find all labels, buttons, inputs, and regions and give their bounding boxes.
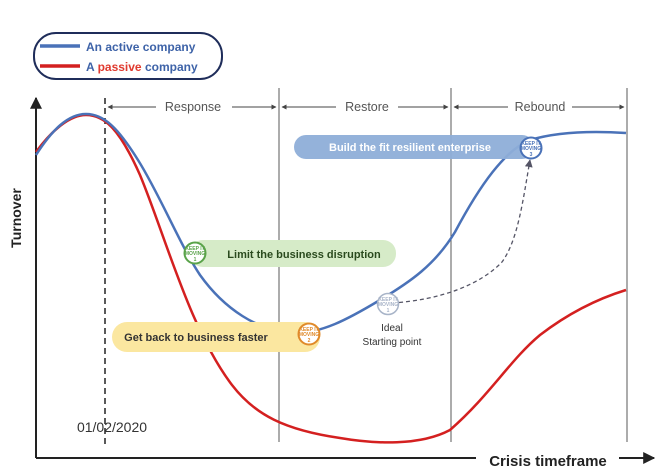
callout-disruption: Limit the business disruption (190, 240, 396, 267)
keep-moving-badge-1: KEEP IT MOVING 1 (183, 241, 207, 265)
badge-1-line1: KEEP IT (185, 246, 204, 252)
ideal-label-line2: Starting point (363, 337, 422, 348)
badge-2-number: 2 (308, 338, 311, 344)
phase-label-response: Response (165, 100, 221, 114)
callout-resilient: Build the fit resilient enterprise (294, 135, 534, 159)
callout-resilient-bg (294, 135, 534, 159)
callout-resilient-text: Build the fit resilient enterprise (329, 142, 491, 154)
ideal-badge-line2: MOVING (378, 302, 398, 308)
badge-2-line1: KEEP IT (299, 327, 318, 333)
keep-moving-badge-2: KEEP IT MOVING 2 (297, 322, 321, 346)
ideal-dashed-path (391, 159, 533, 304)
crisis-date-label: 01/02/2020 (77, 419, 147, 435)
legend: An active company A passive company (33, 32, 223, 80)
badge-1-number: 1 (194, 257, 197, 263)
badge-1-line2: MOVING (185, 251, 205, 257)
phase-label-rebound: Rebound (515, 100, 566, 114)
callout-disruption-bg (190, 240, 396, 267)
legend-passive-label: A passive company (86, 60, 198, 74)
ideal-badge-line1: KEEP IT (378, 297, 397, 303)
keep-moving-badge-3: KEEP IT MOVING 3 (519, 136, 543, 160)
badge-3-circle (519, 136, 543, 160)
badge-1-circle (183, 241, 207, 265)
badge-3-line1: KEEP IT (521, 141, 540, 147)
legend-box (33, 32, 223, 80)
x-axis-label: Crisis timeframe (489, 453, 607, 470)
callout-faster: Get back to business faster (112, 322, 320, 352)
badge-3-number: 3 (530, 152, 533, 158)
ideal-badge-number: 1 (387, 308, 390, 314)
legend-active-label: An active company (86, 40, 196, 54)
badge-2-line2: MOVING (299, 332, 319, 338)
badge-2-circle (297, 322, 321, 346)
ideal-badge-circle (376, 292, 400, 316)
ideal-starting-badge: KEEP IT MOVING 1 (376, 292, 400, 316)
phase-label-restore: Restore (345, 100, 389, 114)
y-axis-label: Turnover (8, 188, 24, 248)
callout-disruption-text: Limit the business disruption (227, 249, 381, 261)
callout-faster-bg (112, 322, 320, 352)
passive-company-curve (34, 113, 627, 444)
ideal-label-line1: Ideal (381, 323, 403, 334)
callout-faster-text: Get back to business faster (124, 332, 268, 344)
badge-3-line2: MOVING (521, 146, 541, 152)
